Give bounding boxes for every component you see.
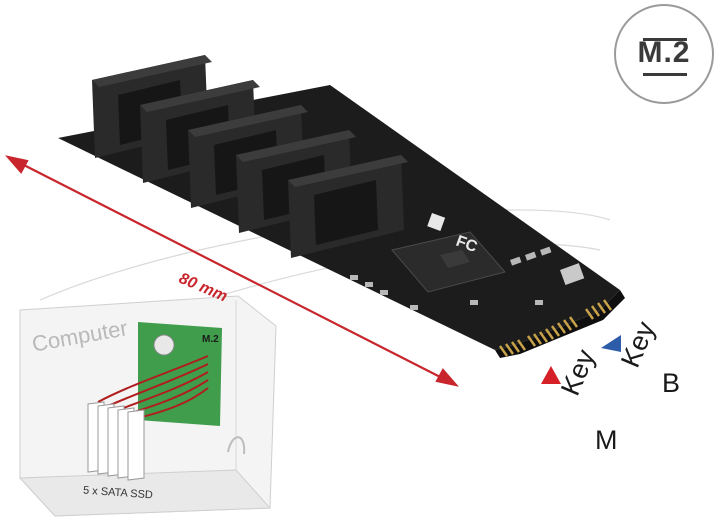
mini-card-label: M.2: [202, 334, 219, 345]
badge-top-bar: [643, 38, 687, 41]
ce-fcc-marks: FC: [427, 212, 480, 256]
badge-text: M.2: [637, 36, 691, 69]
gold-contacts: [499, 299, 612, 357]
key-b-letter: B: [662, 368, 681, 398]
sata-connectors: [92, 55, 408, 258]
ssd-drives: [87, 401, 145, 481]
key-m-marker: [541, 366, 561, 384]
smd-components: [350, 246, 585, 310]
dimension-arrow: [5, 155, 459, 387]
key-m-letter: M: [595, 425, 618, 455]
sata-port: [288, 155, 408, 258]
m2-badge: M.2: [614, 4, 714, 104]
svg-text:FC: FC: [454, 233, 480, 256]
key-b-marker: [601, 335, 621, 352]
badge-bottom-bar: [643, 73, 687, 76]
computer-diagram: [18, 295, 277, 517]
